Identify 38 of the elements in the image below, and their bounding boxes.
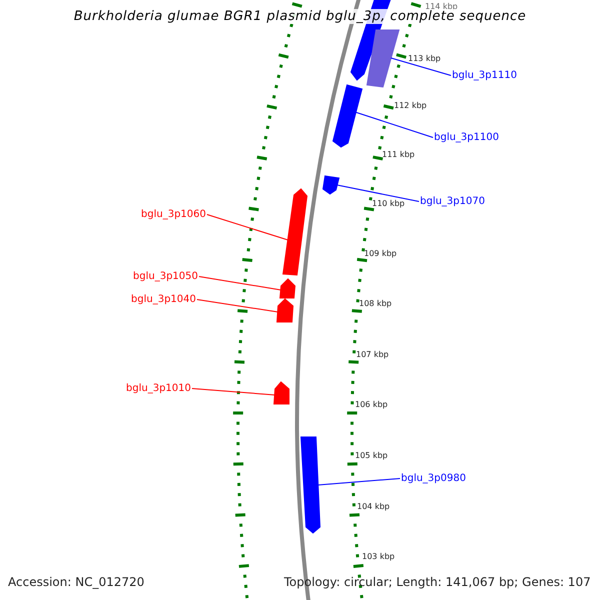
gene-label: bglu_3p1050 [133, 271, 198, 282]
leader-line [336, 184, 420, 202]
info-text: Topology: circular; Length: 141,067 bp; Genes: 107 [284, 575, 591, 589]
scale-label: 114 kbp [425, 2, 458, 11]
leader-line [354, 112, 434, 138]
scale-label: 106 kbp [355, 400, 388, 409]
gene-label: bglu_3p1060 [141, 209, 206, 220]
gene-marker [332, 84, 363, 148]
scale-label: 110 kbp [372, 199, 405, 208]
gene-marker [276, 298, 294, 322]
gene-label: bglu_3p1100 [434, 132, 499, 143]
gene-label: bglu_3p1040 [131, 294, 196, 305]
gene-label: bglu_3p1070 [420, 196, 485, 207]
scale-label: 108 kbp [359, 299, 392, 308]
gene-marker [322, 175, 340, 195]
gene-label: bglu_3p1010 [126, 383, 191, 394]
scale-label: 104 kbp [357, 502, 390, 511]
leader-line [198, 276, 282, 290]
leader-line [192, 388, 276, 396]
scale-label: 109 kbp [364, 249, 397, 258]
scale-label: 113 kbp [408, 54, 441, 63]
leader-line [318, 478, 400, 486]
gene-marker [366, 30, 400, 88]
info-text: Accession: NC_012720 [8, 575, 144, 589]
gene-marker [273, 381, 290, 404]
scale-label: 105 kbp [355, 451, 388, 460]
scale-label: 107 kbp [356, 350, 389, 359]
scale-label: 103 kbp [362, 552, 395, 561]
leader-line [390, 58, 452, 76]
gene-label: bglu_3p1110 [452, 70, 517, 81]
gene-marker [279, 278, 296, 298]
leader-line [196, 299, 278, 312]
gene-label: bglu_3p0980 [401, 473, 466, 484]
leader-line [206, 214, 288, 240]
gene-marker [282, 188, 308, 276]
scale-label: 112 kbp [394, 101, 427, 110]
scale-label: 111 kbp [382, 150, 415, 159]
gene-marker [300, 436, 321, 534]
